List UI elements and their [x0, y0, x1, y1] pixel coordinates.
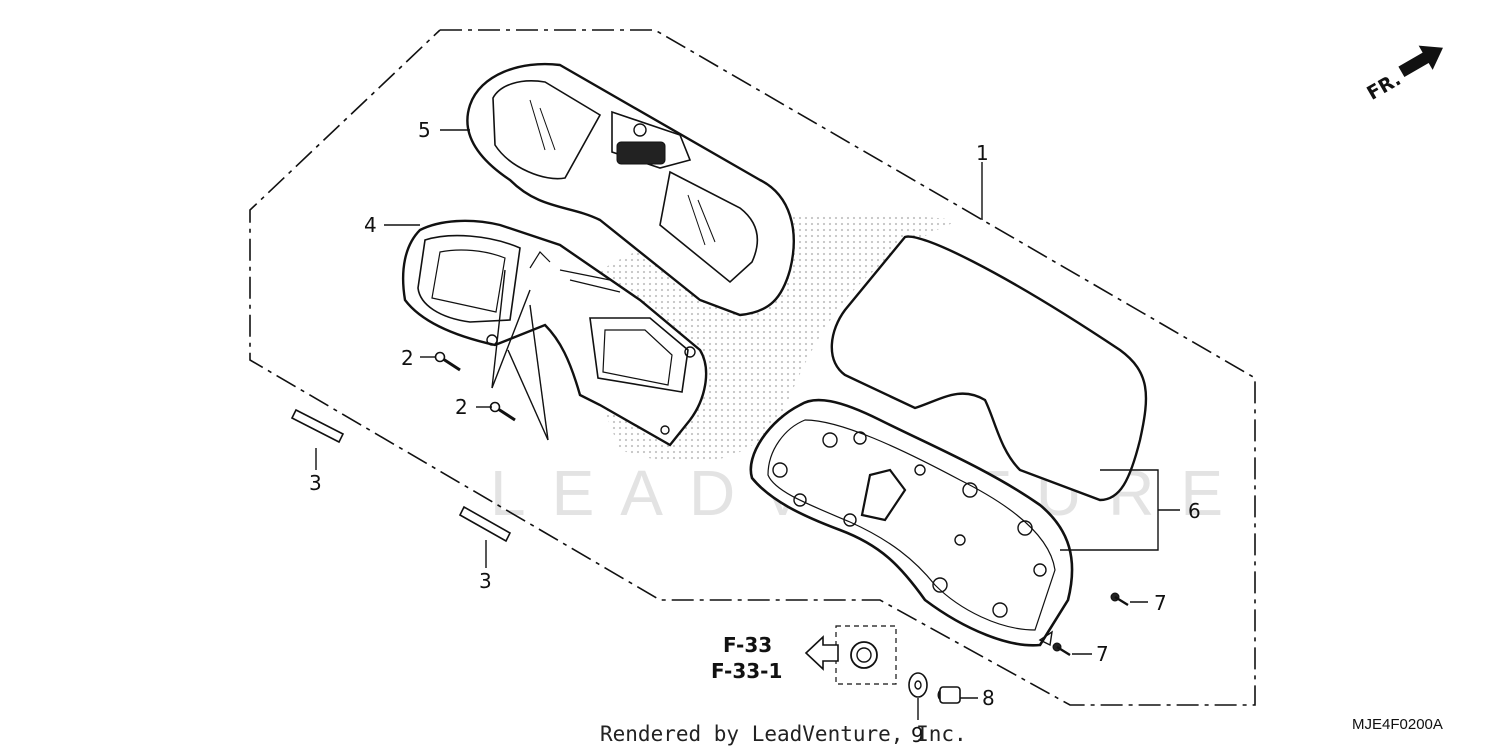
callout-1: 1: [976, 141, 989, 165]
callout-5: 5: [418, 118, 431, 142]
reference-arrow-icon: [804, 635, 839, 671]
callout-3: 3: [479, 569, 492, 593]
callout-7: 7: [1096, 642, 1109, 666]
leader-lines: [315, 129, 1180, 720]
part-4-meter-assembly: [401, 219, 708, 447]
assembly-boundary: [249, 29, 1256, 706]
front-direction-indicator: FR.: [1363, 45, 1443, 105]
part-6-case-and-gasket: [749, 235, 1148, 647]
part-7-screws: [1052, 592, 1129, 657]
front-direction-arrow-icon: [1398, 45, 1443, 77]
front-label: FR.: [1363, 68, 1404, 105]
callout-labels: 1 2 2 3 3 4 5 6 7 7 8 9: [309, 118, 1201, 747]
callout-4: 4: [364, 213, 377, 237]
part-5-lens-cover: [466, 62, 795, 317]
callout-2: 2: [401, 346, 414, 370]
part-9-washer: [908, 672, 928, 698]
reference-grommet-box: [835, 625, 897, 685]
callout-2: 2: [455, 395, 468, 419]
reference-line-2: F-33-1: [711, 659, 782, 683]
render-credit: Rendered by LeadVenture, Inc.: [600, 722, 967, 746]
figure-reference[interactable]: F-33 F-33-1: [711, 633, 839, 683]
part-8-bolt: [937, 686, 961, 704]
part-2-screws: [434, 351, 516, 422]
callout-9: 9: [911, 723, 924, 747]
diagram-code: MJE4F0200A: [1352, 716, 1443, 733]
callout-3: 3: [309, 471, 322, 495]
callout-8: 8: [982, 686, 995, 710]
callout-6: 6: [1188, 499, 1201, 523]
part-3-bars: [290, 408, 512, 543]
reference-line-1: F-33: [723, 633, 772, 657]
callout-7: 7: [1154, 591, 1167, 615]
